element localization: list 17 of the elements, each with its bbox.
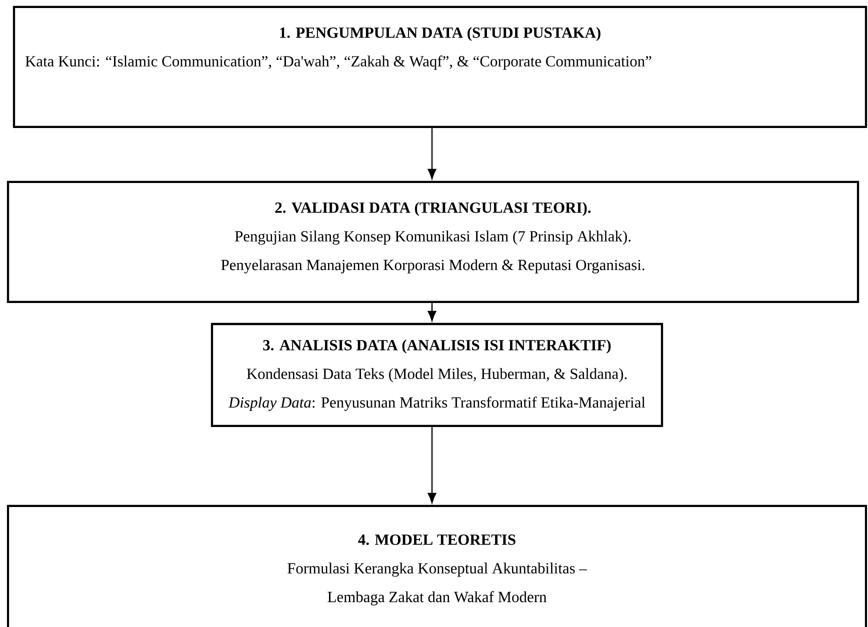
- arrow: [428, 303, 436, 322]
- box-heading: 2. VALIDASI DATA (TRIANGULASI TEORI).: [275, 202, 591, 216]
- box-text: Penyelarasan Manajemen Korporasi Modern & Reputasi Organisasi.: [221, 259, 644, 274]
- process-box: [6, 504, 868, 627]
- box-heading: 3. ANALISIS DATA (ANALISIS ISI INTERAKTIF): [263, 340, 611, 354]
- arrow: [428, 128, 436, 180]
- arrow: [428, 427, 436, 504]
- box-text: Pengujian Silang Konsep Komunikasi Islam (7 Prinsip Akhlak).: [234, 230, 630, 245]
- process-box: [6, 180, 860, 304]
- box-text: Kata Kunci: “Islamic Communication”, “Da'wah”, “Zakah & Waqf”, & “Corporate Communication”: [25, 56, 652, 70]
- process-box: [12, 6, 868, 128]
- box-text: Kondensasi Data Teks (Model Miles, Huberman, & Saldana).: [246, 368, 627, 382]
- box-heading: 1. PENGUMPULAN DATA (STUDI PUSTAKA): [280, 27, 600, 42]
- box-text: Display Data: Penyusunan Matriks Transformatif Etika-Manajerial: [228, 396, 646, 411]
- box-text: Formulasi Kerangka Konseptual Akuntabilitas – Lembaga Zakat dan Wakaf Modern: [288, 562, 588, 606]
- process-box: [210, 322, 664, 428]
- box-heading: 4. MODEL TEORETIS: [358, 534, 516, 545]
